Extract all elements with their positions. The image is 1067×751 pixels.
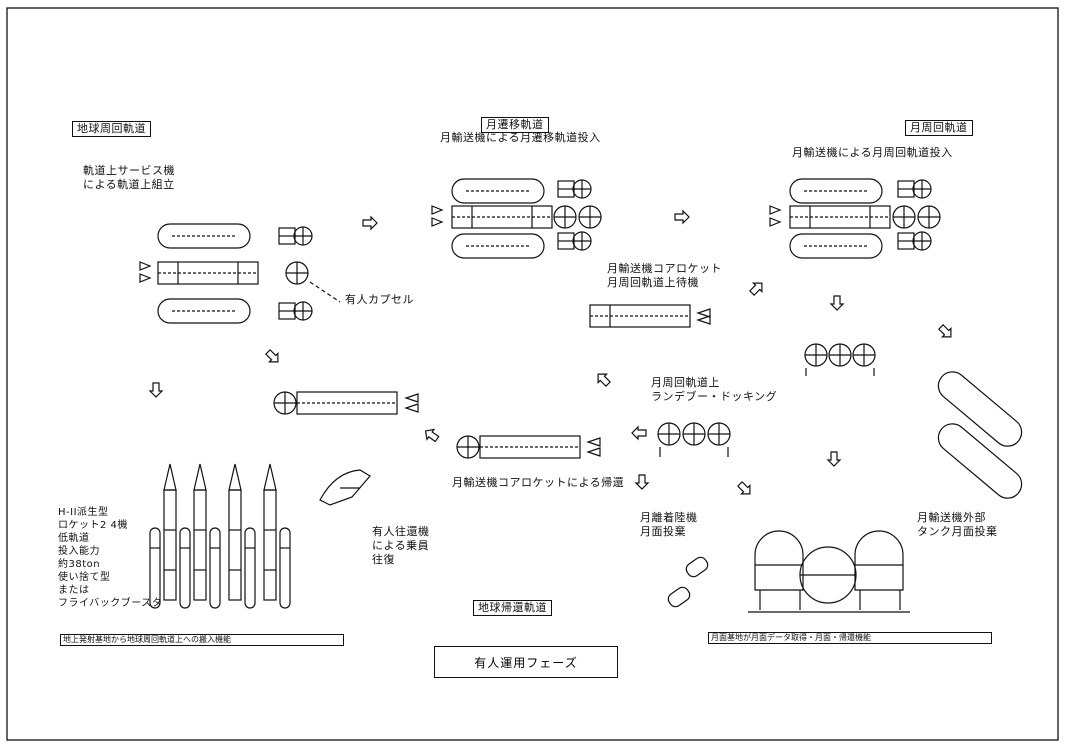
rendezvous-step-label: 月周回軌道上 ランデブー・ドッキング — [651, 376, 777, 404]
tank-jettison-label: 月輸送機外部 タンク月面投棄 — [917, 511, 998, 539]
lander-jettison-icons — [666, 555, 710, 609]
standby-step-label: 月輸送機コアロケット 月周回軌道上待機 — [607, 262, 722, 290]
lunar-orbit-label: 月周回軌道 — [905, 120, 973, 136]
earth-orbit-label: 地球周回軌道 — [72, 121, 151, 137]
lander-pair-upper — [805, 344, 875, 376]
lunar-orbit-stack — [770, 179, 940, 258]
tli-step-label: 月輸送機による月遷移軌道投入 — [440, 131, 601, 145]
core-rocket-standby — [590, 305, 710, 327]
assembly-step-label: 軌道上サービス機 による軌道上組立 — [83, 164, 175, 192]
lander-jettison-label: 月離着陸機 月面投棄 — [640, 511, 698, 539]
launcher-label: H-II派生型 ロケット2 4機 低軌道 投入能力 約38ton 使い捨て型 ま… — [58, 506, 162, 610]
crew-transport-label: 有人往還機 による乗員 往復 — [372, 525, 430, 567]
lunar-transfer-stack — [432, 179, 601, 258]
manned-return-vehicle-2 — [457, 436, 600, 458]
manned-return-vehicle-1 — [274, 392, 418, 414]
lander-docking — [658, 423, 730, 457]
lunar-surface-base — [748, 531, 910, 612]
diagram-title: 有人運用フェーズ — [434, 646, 618, 678]
earth-return-label: 地球帰還軌道 — [473, 600, 552, 616]
jettisoned-tanks — [933, 366, 1028, 504]
manned-capsule-label: 有人カプセル — [345, 293, 414, 307]
space-shuttle — [320, 470, 370, 505]
loi-step-label: 月輸送機による月周回軌道投入 — [792, 146, 953, 160]
footer-left-strip: 地上発射基地から地球周回軌道上への搬入機能 — [60, 634, 344, 646]
footer-right-strip: 月面基地が月面データ取得・月面・帰還機能 — [708, 632, 992, 644]
earth-orbit-assembly — [140, 224, 340, 323]
return-step-label: 月輸送機コアロケットによる帰還 — [452, 476, 624, 490]
launch-vehicles — [150, 464, 290, 608]
